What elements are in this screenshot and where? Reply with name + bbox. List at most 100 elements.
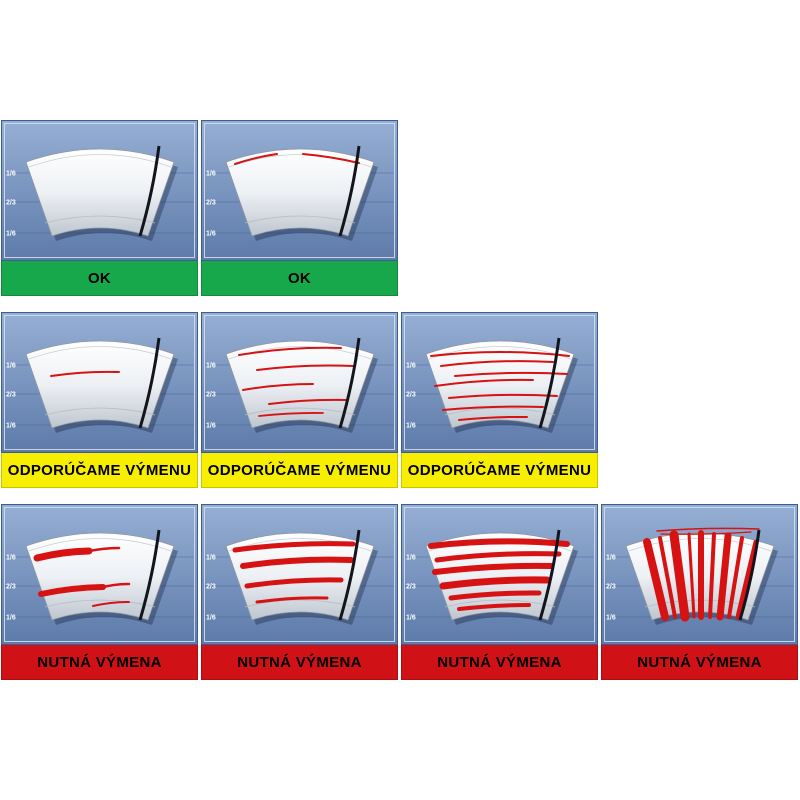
wiper-test-image: 1/6 2/3 1/6 [1,312,198,453]
tick-label: 1/6 [206,363,216,370]
wipe-area [225,148,375,237]
tick-label: 1/6 [6,423,16,430]
wiper-test-image: 1/6 2/3 1/6 [401,504,598,645]
wear-streak [687,532,696,619]
wear-streak [38,584,106,597]
wiper-test-image: 1/6 2/3 1/6 [201,312,398,453]
wiper-blade [538,337,561,429]
status-label-warn: ODPORÚČAME VÝMENU [201,453,398,488]
wipe-area [225,532,375,621]
tick-label: 1/6 [406,363,416,370]
wear-streak [708,532,716,619]
wear-streak [50,370,120,377]
tick-label: 2/3 [606,584,616,591]
tick-label: 2/3 [6,392,16,399]
tick-label: 1/6 [406,555,416,562]
wear-streak [458,415,528,421]
wiper-blade [138,529,161,621]
tick-label: 2/3 [206,584,216,591]
tick-label: 2/3 [206,200,216,207]
wear-streak [658,536,677,619]
wear-streak [669,530,690,622]
tick-label: 1/6 [6,231,16,238]
wear-streak [432,562,554,575]
wiper-test-image: 1/6 2/3 1/6 [1,504,198,645]
status-label-warn: ODPORÚČAME VÝMENU [401,453,598,488]
status-label-bad: NUTNÁ VÝMENA [401,645,598,680]
tick-label: 2/3 [406,584,416,591]
tick-label: 1/6 [206,423,216,430]
tick-label: 1/6 [6,363,16,370]
wear-streak [234,153,278,165]
wear-streak [434,378,534,387]
status-label-bad: NUTNÁ VÝMENA [601,645,798,680]
tick-label: 2/3 [206,392,216,399]
wear-streak [716,532,732,621]
status-label-warn: ODPORÚČAME VÝMENU [1,453,198,488]
wiper-blade [338,145,361,237]
wear-streak [256,364,354,371]
tick-label: 1/6 [6,171,16,178]
wear-streak [430,351,570,357]
tick-label: 2/3 [6,584,16,591]
status-label-ok: OK [1,261,198,296]
wiper-blade [338,529,361,621]
wear-streak [457,603,531,611]
wear-streak [440,360,554,367]
wear-streak [92,601,130,607]
tick-label: 1/6 [206,615,216,622]
wear-streak [268,398,348,405]
wear-streak [302,153,360,164]
wear-streak [83,546,121,554]
tick-label: 2/3 [6,200,16,207]
tick-label: 1/6 [6,615,16,622]
tick-label: 1/6 [406,423,416,430]
wiper-blade [138,145,161,237]
wear-streak [232,541,356,553]
tick-label: 1/6 [206,555,216,562]
wear-streak [439,576,551,590]
wear-streak [97,582,131,590]
tick-label: 1/6 [6,555,16,562]
status-label-bad: NUTNÁ VÝMENA [201,645,398,680]
wiper-test-image: 1/6 2/3 1/6 [1,120,198,261]
tick-label: 1/6 [406,615,416,622]
tick-label: 1/6 [606,615,616,622]
wear-streak [255,596,329,604]
wipe-area [25,148,175,237]
wear-streak [240,556,354,569]
wiper-blade [738,529,761,621]
tick-label: 1/6 [206,231,216,238]
wear-streak [656,527,760,532]
wear-streak [428,538,570,549]
wear-streak [434,551,562,563]
wear-streak [448,393,558,399]
wipe-area [25,340,175,429]
wear-streak [244,577,344,589]
wear-streak [448,590,542,601]
wear-streak [258,412,324,417]
wear-streak [454,371,568,377]
wiper-blade [538,529,561,621]
wear-streak [643,538,669,621]
wiper-test-image: 1/62/31/6 [601,504,798,645]
wear-streak [242,383,314,391]
wiper-test-image: 1/6 2/3 1/6 [201,504,398,645]
tick-label: 1/6 [206,171,216,178]
wiper-blade [338,337,361,429]
wiper-blade [138,337,161,429]
wiper-test-image: 1/62/31/6 [401,312,598,453]
wear-streak [727,536,744,619]
status-label-ok: OK [201,261,398,296]
wear-streak [238,346,342,356]
